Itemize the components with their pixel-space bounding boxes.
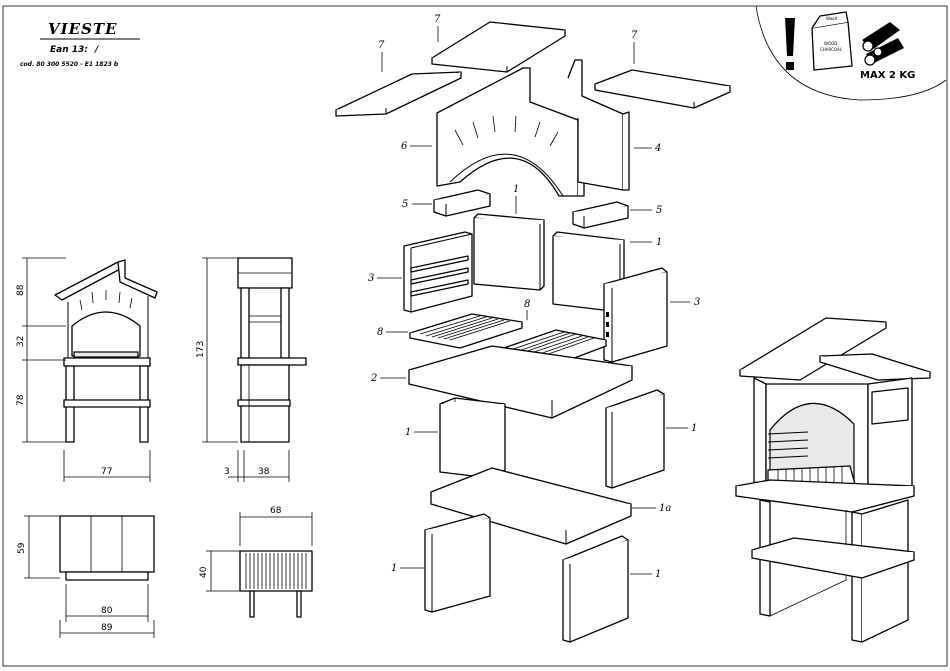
label-part-6: 6 — [401, 141, 408, 152]
grill-detail: 68 40 — [199, 506, 312, 617]
max-load-label: MAX 2 KG — [860, 70, 915, 81]
assembled-view — [736, 318, 930, 642]
label-part-7-left: 7 — [378, 40, 385, 51]
part-1-upper-left-panel — [474, 214, 544, 290]
load-warning: Wood WOOD CHARCOAL MAX 2 KG — [756, 6, 946, 100]
part-6-arch-wall — [437, 68, 584, 196]
dim-top-inner: 80 — [101, 606, 113, 616]
label-part-4: 4 — [654, 143, 661, 154]
part-7-left-roof — [336, 72, 461, 116]
ean-label: Ean 13: — [50, 45, 88, 55]
part-7-right-roof — [595, 70, 730, 108]
label-part-1-middle-left: 1 — [405, 427, 411, 438]
dim-side-height: 173 — [196, 341, 206, 358]
part-3-left-panel — [404, 232, 472, 312]
label-part-1-upper-left: 1 — [513, 184, 519, 195]
part-1-middle-right-leg — [606, 390, 664, 488]
label-part-8-left: 8 — [377, 327, 383, 338]
label-part-1-upper-right: 1 — [656, 237, 662, 248]
label-part-1a: 1a — [659, 503, 671, 514]
product-title: VIESTE — [48, 20, 118, 38]
dim-top-depth: 59 — [17, 542, 27, 554]
dim-front-base: 78 — [16, 394, 26, 406]
dim-side-depth: 38 — [258, 467, 270, 477]
part-5-right-block — [573, 202, 628, 228]
label-part-5-left: 5 — [402, 199, 408, 210]
wood-logs-icon — [862, 22, 904, 65]
part-1-lower-left-leg — [425, 514, 490, 612]
dim-front-width: 77 — [101, 467, 112, 477]
label-part-7-middle: 7 — [434, 14, 441, 25]
label-part-7-right: 7 — [631, 30, 638, 41]
exclamation-icon — [785, 18, 795, 70]
part-5-left-block — [434, 190, 490, 216]
part-1-lower-right-leg — [563, 536, 628, 642]
side-view: 173 3 38 — [196, 258, 306, 482]
bag-brand: Wood — [826, 16, 838, 21]
dim-top-outer: 89 — [101, 623, 113, 633]
dim-grill-width: 68 — [270, 506, 282, 516]
part-1-middle-left-leg — [440, 398, 505, 478]
product-code: cod. 80 300 5520 - E1 1823 b — [20, 61, 119, 68]
label-part-5-right: 5 — [656, 205, 662, 216]
ean-value: / — [94, 45, 99, 55]
part-8-left-grate — [410, 314, 522, 348]
exploded-view: 7 7 7 6 4 5 5 1 1 3 3 8 8 2 1 1 1a 1 1 — [336, 14, 730, 642]
part-3-right-panel — [604, 268, 667, 362]
top-view: 59 80 89 — [17, 516, 154, 638]
label-part-3-left: 3 — [368, 273, 374, 284]
label-part-1-lower-left: 1 — [391, 563, 397, 574]
front-view: 88 32 78 77 — [16, 258, 157, 482]
dim-front-mid: 32 — [16, 336, 26, 347]
dim-side-small: 3 — [224, 467, 230, 477]
label-part-3-right: 3 — [694, 297, 700, 308]
charcoal-bag-icon: Wood WOOD CHARCOAL — [812, 12, 852, 70]
header-block: VIESTE Ean 13: / cod. 80 300 5520 - E1 1… — [20, 20, 140, 68]
label-part-8-right: 8 — [524, 299, 530, 310]
label-part-2: 2 — [370, 373, 377, 384]
label-part-1-lower-right: 1 — [655, 569, 661, 580]
bag-text-1: WOOD — [824, 41, 837, 46]
dim-front-roof: 88 — [16, 284, 26, 296]
label-part-1-middle-right: 1 — [691, 423, 697, 434]
part-7-middle-roof — [432, 22, 565, 72]
dim-grill-depth: 40 — [199, 566, 209, 578]
bag-text-2: CHARCOAL — [820, 47, 843, 52]
